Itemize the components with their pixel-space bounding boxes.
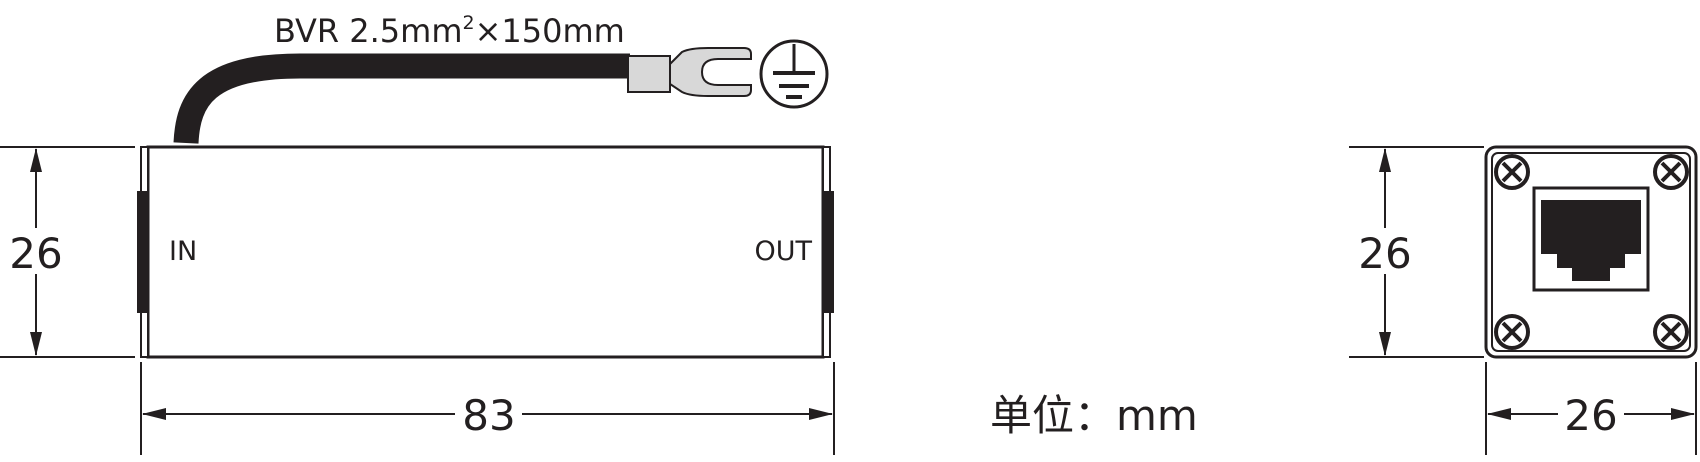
protector-body <box>146 145 825 359</box>
screw-top-left-icon <box>1494 154 1530 190</box>
cable-spec-prefix: BVR 2.5mm <box>274 12 463 50</box>
front-height-value: 26 <box>1358 229 1411 278</box>
front-view: 26 26 <box>1349 145 1698 455</box>
screw-bottom-right-icon <box>1653 314 1689 350</box>
unit-label: 单位：mm <box>990 391 1198 440</box>
screw-bottom-left-icon <box>1494 314 1530 350</box>
side-view: BVR 2.5mm2×150mm IN OUT 26 <box>0 12 835 455</box>
spade-terminal-icon <box>669 47 752 97</box>
side-length-dimension: 83 <box>140 362 835 455</box>
in-port-label: IN <box>169 236 197 267</box>
cable-spec-superscript: 2 <box>463 12 475 34</box>
cable-spec-suffix: ×150mm <box>475 12 625 50</box>
front-width-value: 26 <box>1564 391 1617 440</box>
ground-symbol-icon <box>759 39 829 109</box>
screw-top-right-icon <box>1653 154 1689 190</box>
front-face-inner <box>1491 152 1691 352</box>
side-height-dimension: 26 <box>0 146 135 358</box>
front-height-dimension: 26 <box>1349 146 1484 358</box>
side-length-value: 83 <box>462 391 515 440</box>
front-width-dimension: 26 <box>1485 362 1697 455</box>
side-height-value: 26 <box>9 229 62 278</box>
right-end-cap <box>822 146 834 358</box>
ground-cable <box>173 53 671 144</box>
left-end-cap <box>137 146 149 358</box>
rj45-jack-icon <box>1532 186 1650 292</box>
out-port-label: OUT <box>754 236 812 267</box>
cable-spec-label: BVR 2.5mm2×150mm <box>274 12 625 50</box>
